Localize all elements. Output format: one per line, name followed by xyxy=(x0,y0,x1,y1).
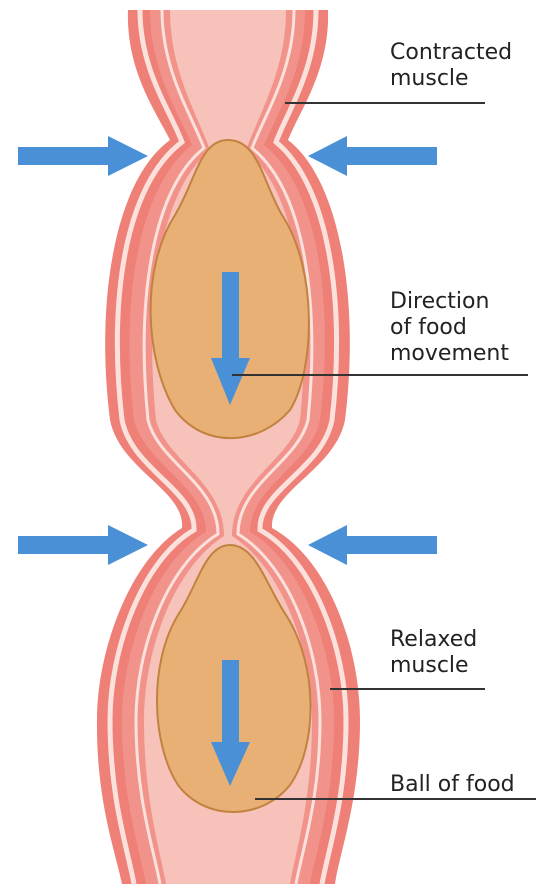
label-contracted-muscle: Contracted muscle xyxy=(390,40,512,92)
label-direction-of-food-movement: Direction of food movement xyxy=(390,289,509,367)
label-ball-of-food: Ball of food xyxy=(390,772,515,798)
squeeze-arrow-top-right xyxy=(308,136,437,176)
squeeze-arrow-top-left xyxy=(18,136,148,176)
label-relaxed-muscle: Relaxed muscle xyxy=(390,627,477,679)
squeeze-arrow-bottom-right xyxy=(308,525,437,565)
squeeze-arrow-bottom-left xyxy=(18,525,148,565)
